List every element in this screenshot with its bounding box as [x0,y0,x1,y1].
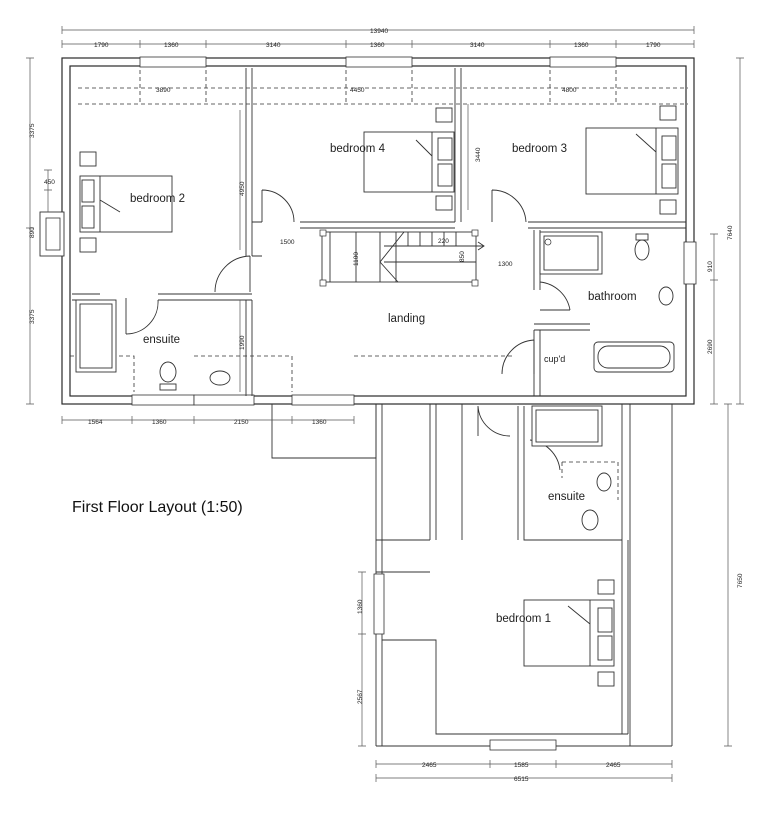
dim-overall-top: 13940 [370,28,388,35]
bed-bedroom-2 [79,151,173,253]
dim-bottom-3: 2150 [234,419,249,426]
dim-7650: 7650 [737,573,744,588]
bed-bedroom-4 [363,107,455,211]
dim-7640: 7640 [727,225,734,240]
dim-wing-2567: 2567 [357,689,364,704]
dim-wing-bottom-3: 2465 [606,762,621,769]
left-ensuite-fixtures [75,299,231,391]
room-label-bedroom-4: bedroom 4 [330,143,386,155]
dim-220: 220 [438,238,449,245]
dim-1500: 1500 [280,239,295,246]
dim-890: 890 [29,227,36,238]
dim-3440: 3440 [475,147,482,162]
dim-wing-1360: 1360 [357,599,364,614]
room-label-landing: landing [388,313,425,325]
dim-inner-1: 3890 [156,87,171,94]
dim-4950: 4950 [239,181,246,196]
bathroom-fixtures [539,231,675,373]
room-label-cupboard: cup'd [544,354,565,364]
dim-top-3: 3140 [266,42,281,49]
dim-top-7: 1790 [646,42,661,49]
dimension-lines [26,26,744,782]
dim-top-1: 1790 [94,42,109,49]
staircase [319,229,485,287]
room-label-ensuite-right: ensuite [548,491,585,503]
room-label-bedroom-3: bedroom 3 [512,143,567,155]
room-label-bedroom-2: bedroom 2 [130,193,185,205]
room-label-ensuite-left: ensuite [143,334,180,346]
dim-left-lower: 3375 [29,309,36,324]
dim-inner-2: 4450 [350,87,365,94]
interior-walls [72,68,686,396]
dim-wing-bottom-1: 2465 [422,762,437,769]
dim-wing-overall: 6515 [514,776,529,783]
dim-450: 450 [44,179,55,186]
dim-1300: 1300 [498,261,513,268]
dim-1100: 1100 [353,252,360,266]
south-wing-walls [271,403,673,751]
dim-1990: 1990 [239,335,246,350]
dim-2690: 2690 [707,339,714,354]
room-label-bathroom: bathroom [588,291,637,303]
dim-left-upper: 3375 [29,123,36,138]
dimension-labels: 13940 1790 1360 3140 1360 3140 1360 1790… [29,28,744,783]
dim-top-4: 1360 [370,42,385,49]
dim-inner-3: 4800 [562,87,577,94]
room-label-bedroom-1: bedroom 1 [496,613,551,625]
dim-910: 910 [707,261,714,272]
bed-bedroom-3 [585,105,679,215]
ceiling-dash-lines [70,70,688,392]
dim-wing-bottom-2: 1585 [514,762,529,769]
dim-850: 850 [459,251,466,262]
dim-bottom-1: 1564 [88,419,103,426]
dim-top-5: 3140 [470,42,485,49]
dim-top-2: 1360 [164,42,179,49]
right-ensuite-fixtures [531,405,619,531]
plan-title: First Floor Layout (1:50) [72,499,243,516]
door-swings [125,189,571,471]
dim-top-6: 1360 [574,42,589,49]
dim-bottom-4: 1360 [312,419,327,426]
bed-bedroom-1 [523,579,615,687]
room-labels: bedroom 2 bedroom 4 bedroom 3 bathroom l… [130,143,637,625]
main-block-walls [39,56,697,406]
dim-bottom-2: 1360 [152,419,167,426]
